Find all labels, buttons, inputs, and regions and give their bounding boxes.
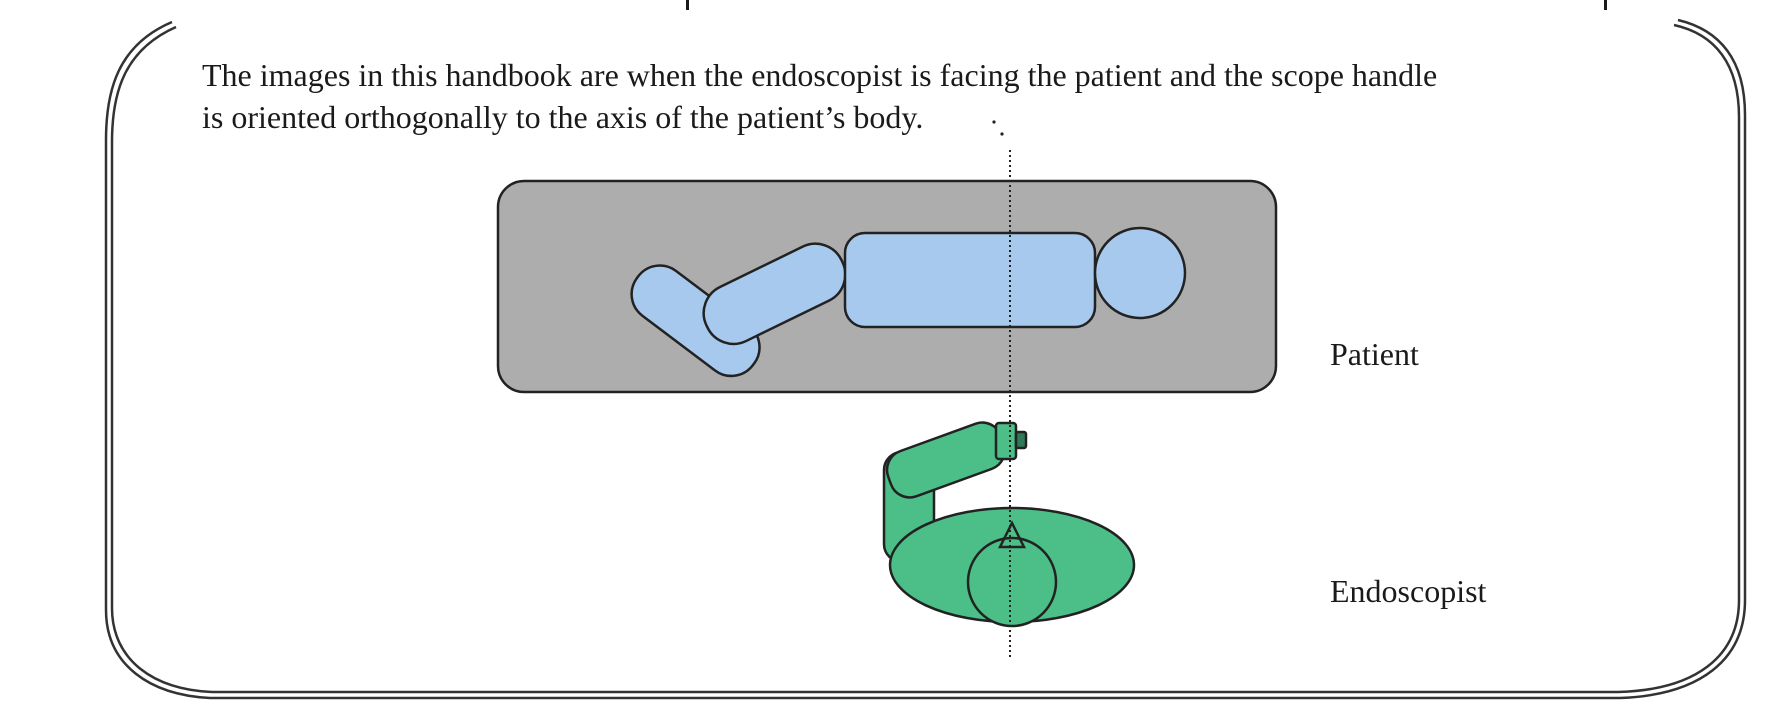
scope-knob xyxy=(1014,430,1028,450)
patient-torso xyxy=(843,231,1097,329)
axis-dot-upper xyxy=(1000,132,1004,136)
patient-figure xyxy=(630,226,1187,378)
endoscopist-head xyxy=(966,536,1058,628)
scope-handle xyxy=(994,421,1018,461)
caption-line-1: The images in this handbook are when the… xyxy=(202,57,1438,93)
axis-dot-top xyxy=(992,120,996,124)
caption-text: The images in this handbook are when the… xyxy=(202,54,1552,138)
endoscopist-label: Endoscopist xyxy=(1330,573,1487,609)
patient-label: Patient xyxy=(1330,336,1419,372)
rounded-frame xyxy=(104,18,1747,700)
endoscopist-nose-marker xyxy=(997,520,1027,549)
patient-head xyxy=(1093,226,1187,320)
caption-line-2: is oriented orthogonally to the axis of … xyxy=(202,99,924,135)
clipped-heading-fragments xyxy=(686,0,1607,10)
endoscopist-forearm xyxy=(885,421,1007,499)
patient-upper-leg xyxy=(702,242,847,346)
endoscopist-figure xyxy=(882,421,1136,628)
